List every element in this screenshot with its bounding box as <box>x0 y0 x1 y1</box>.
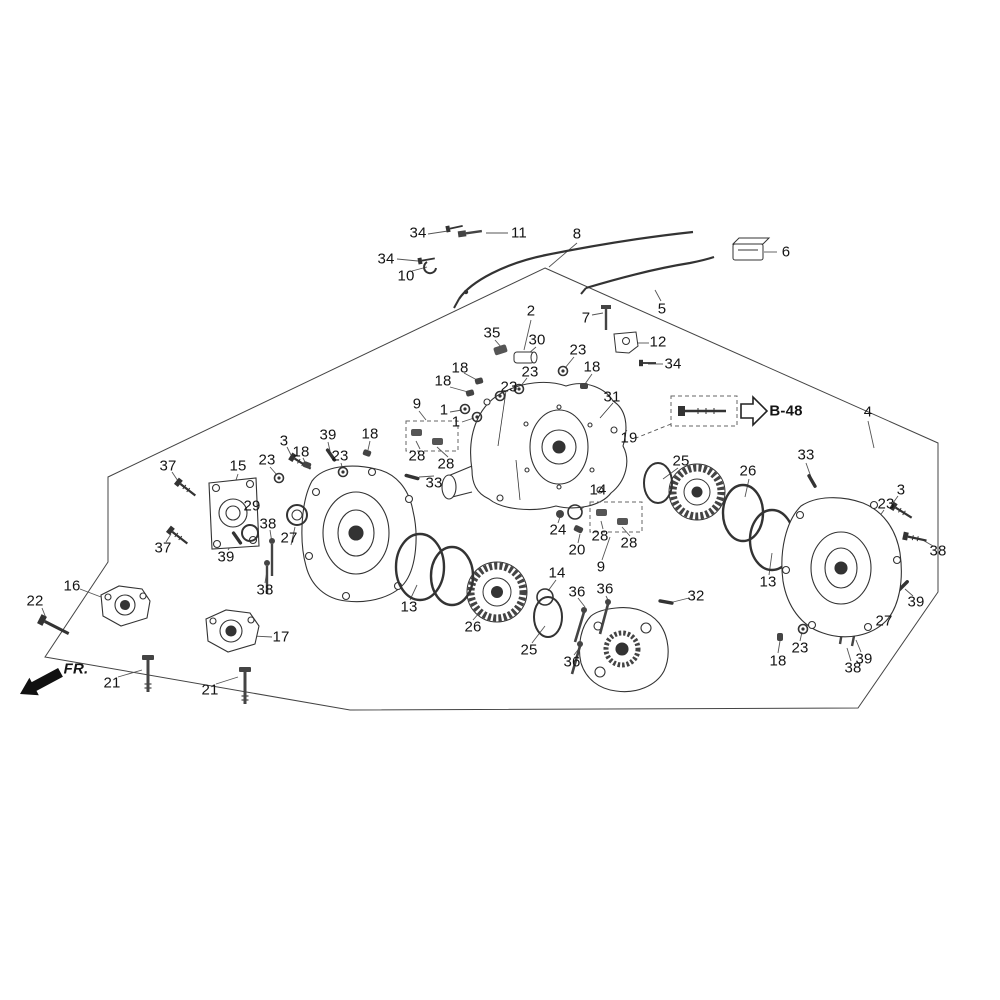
main-housing <box>441 381 628 511</box>
cylinder-30 <box>513 351 538 364</box>
plug-18 <box>465 389 475 397</box>
boundary-outline <box>44 267 939 711</box>
washer-23 <box>797 623 809 635</box>
mount-16 <box>100 585 151 627</box>
plug-18 <box>580 383 588 389</box>
actuator-32 <box>578 607 669 693</box>
joint-bolt-11 <box>457 229 483 238</box>
washer-23 <box>557 365 569 377</box>
b48-callout <box>670 395 769 427</box>
mount-17 <box>205 609 260 653</box>
bolts-36 <box>570 599 611 675</box>
snap-ring-29 <box>241 524 259 542</box>
ring-gear-left <box>466 561 528 623</box>
bolt-21-left <box>140 653 156 694</box>
plug-18 <box>362 448 372 458</box>
b48-arrow-icon <box>740 395 769 427</box>
dowel-pin-39 <box>325 448 337 462</box>
washer-1 <box>459 403 471 415</box>
breather-pipe-5 <box>580 255 715 295</box>
plug-18 <box>777 633 783 641</box>
bolt-38-right <box>901 530 929 546</box>
pin-32 <box>658 599 674 605</box>
right-cover <box>781 497 902 638</box>
bolt-22 <box>37 614 70 635</box>
breather-pipe-8 <box>453 230 694 309</box>
bolt-34-icon <box>638 358 657 368</box>
stud-bolts-38-left <box>264 538 275 594</box>
oil-seal-27-left <box>286 504 308 526</box>
bolt-37 <box>172 476 199 500</box>
bracket-12 <box>613 331 639 354</box>
bolt-3 <box>888 500 915 523</box>
kit-box-right <box>589 501 643 533</box>
o-rings <box>394 462 899 638</box>
plug-24 <box>556 510 564 518</box>
plug-20 <box>573 525 584 534</box>
dowel-pin-33 <box>807 474 817 488</box>
dowel-pin-33 <box>404 473 420 481</box>
kit-box-left <box>405 420 459 452</box>
fr-direction-arrow-icon <box>20 668 63 696</box>
clamp-10 <box>423 261 437 275</box>
left-cover <box>301 465 417 603</box>
bolt-21-right <box>237 665 253 706</box>
side-bracket-15 <box>208 477 260 550</box>
bolt-3 <box>287 451 314 474</box>
washer-23 <box>273 472 285 484</box>
connector-6 <box>731 237 771 261</box>
bolt-7 <box>601 305 611 330</box>
plug-18 <box>474 377 484 385</box>
sensor-35 <box>493 344 508 356</box>
ring-gear-right <box>668 463 726 521</box>
